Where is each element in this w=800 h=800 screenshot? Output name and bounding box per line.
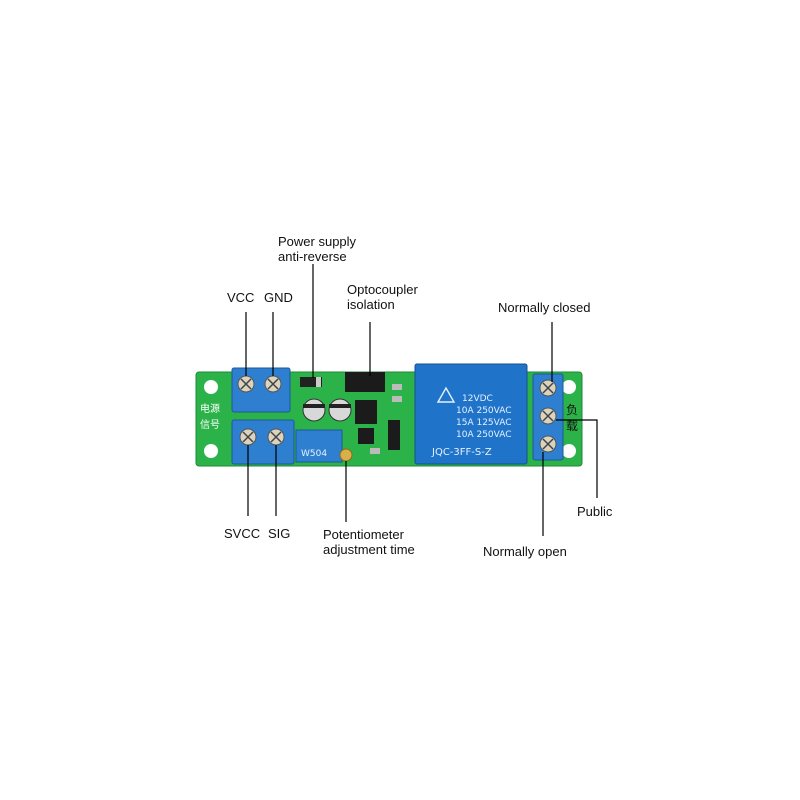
optocoupler-chip [345,372,385,392]
label-sig: SIG [268,526,291,541]
label-gnd: GND [264,290,293,305]
relay-spec-line-1: 12VDC [462,394,493,404]
label-vcc: VCC [227,290,255,305]
label-line: Potentiometer [323,527,404,542]
leader-public [556,419,598,498]
label-potentiometer-adjustment-time: Potentiometer adjustment time [323,527,415,557]
capacitor [328,398,352,422]
label-svcc: SVCC [224,526,261,541]
relay-model: JQC-3FF-S-Z [431,447,492,458]
board-label-load-2: 载 [566,419,578,433]
relay-spec-line-4: 10A 250VAC [456,430,512,440]
board-label-power: 电源 [200,402,220,415]
label-line: anti-reverse [278,249,347,264]
ic-chip [358,428,374,444]
board-label-load-1: 负 [566,403,578,417]
label-line: Power supply [278,234,357,249]
relay-spec-line-3: 15A 125VAC [456,418,512,428]
label-public: Public [577,504,613,519]
relay [414,363,528,465]
ic-chip [355,400,377,424]
label-line: adjustment time [323,542,415,557]
label-line: Optocoupler [347,282,418,297]
label-power-supply-anti-reverse: Power supply anti-reverse [278,234,356,264]
anti-reverse-diode [300,377,322,387]
mount-hole [204,444,218,458]
board-label-signal: 信号 [200,419,220,431]
mount-hole [562,444,576,458]
mount-hole [204,380,218,394]
potentiometer [295,429,343,463]
mount-hole [562,380,576,394]
label-line: isolation [347,297,395,312]
capacitor [302,398,326,422]
potentiometer-marking: W504 [301,449,327,459]
label-normally-open: Normally open [483,544,567,559]
label-optocoupler-isolation: Optocoupler isolation [347,282,418,312]
potentiometer-knob [339,448,353,462]
warning-triangle-icon [436,386,456,403]
label-normally-closed: Normally closed [498,300,591,315]
relay-spec-line-2: 10A 250VAC [456,406,512,416]
